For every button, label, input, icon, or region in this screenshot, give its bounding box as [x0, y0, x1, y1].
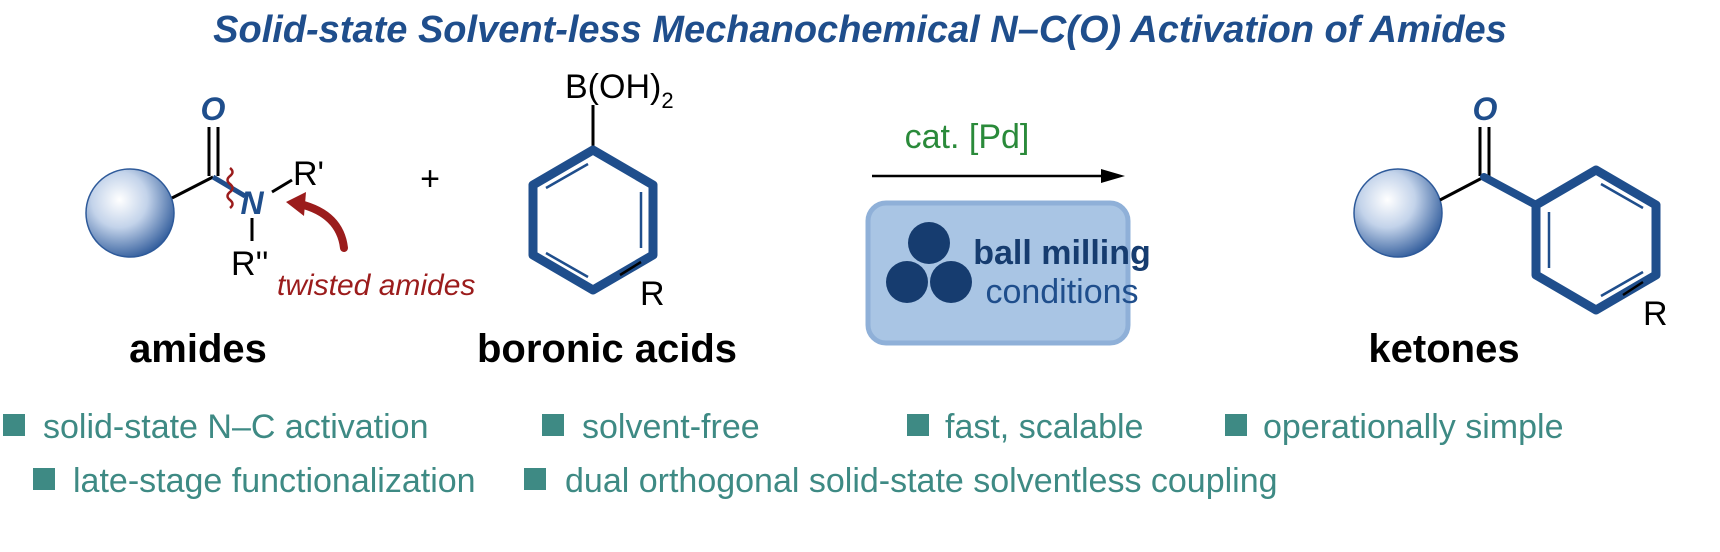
feature-item: operationally simple	[1263, 408, 1564, 446]
feature-item: solvent-free	[582, 408, 760, 446]
boronic-acid-r-group: R	[640, 275, 665, 313]
bond-cleavage-wavy-icon	[226, 167, 234, 209]
feature-item: fast, scalable	[945, 408, 1143, 446]
amide-structure	[85, 127, 348, 258]
product-sphere-icon	[1353, 168, 1443, 258]
twisted-amides-note: twisted amides	[277, 269, 475, 302]
feature-item: dual orthogonal solid-state solventless …	[565, 462, 1278, 500]
ketone-r-group: R	[1643, 295, 1668, 333]
ketones-label: ketones	[1368, 327, 1519, 371]
amide-r2-group: R''	[231, 245, 269, 283]
boronic-acid-group: B(OH)2	[565, 68, 674, 113]
twist-arrow-icon	[296, 200, 348, 252]
feature-bullet-icon	[524, 468, 546, 490]
conditions-label: conditions	[985, 273, 1138, 311]
feature-item: late-stage functionalization	[73, 462, 476, 500]
boronic-acid-structure	[528, 105, 658, 295]
amide-r1-group: R'	[293, 155, 324, 193]
feature-bullet-icon	[33, 468, 55, 490]
feature-item: solid-state N–C activation	[43, 408, 429, 446]
ketone-oxygen-atom: O	[1473, 91, 1498, 127]
feature-bullet-icon	[1225, 414, 1247, 436]
feature-bullet-icon	[542, 414, 564, 436]
scheme-title: Solid-state Solvent-less Mechanochemical…	[213, 9, 1507, 51]
reaction-arrow	[872, 169, 1125, 183]
boronic-acids-label: boronic acids	[477, 327, 737, 371]
feature-bullet-icon	[3, 414, 25, 436]
amide-oxygen-atom: O	[201, 91, 226, 127]
substrate-sphere-icon	[85, 168, 175, 258]
amide-nitrogen-atom: N	[240, 185, 264, 221]
milling-balls-icon	[886, 222, 972, 303]
plus-sign: +	[420, 160, 440, 198]
amides-label: amides	[129, 327, 267, 371]
ball-milling-label: ball milling	[973, 234, 1151, 272]
ketone-structure	[1353, 127, 1661, 315]
catalyst-label: cat. [Pd]	[905, 118, 1030, 156]
feature-bullet-icon	[907, 414, 929, 436]
